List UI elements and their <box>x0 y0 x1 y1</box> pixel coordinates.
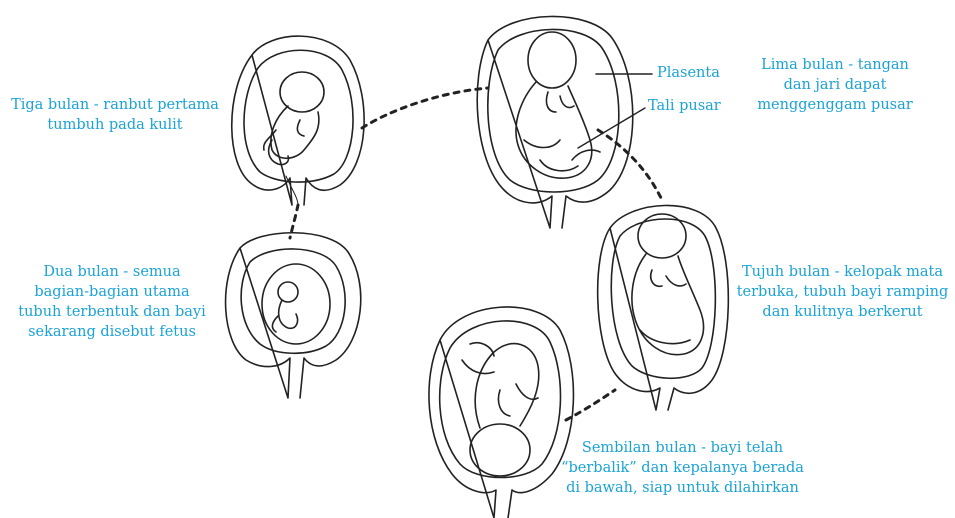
label-line: di bawah, siap untuk dilahirkan <box>550 478 815 498</box>
label-line: dan kulitnya berkerut <box>735 302 950 322</box>
label-five-months: Lima bulan - tangan dan jari dapat mengg… <box>750 55 920 115</box>
umbilical-cord-leader-line <box>578 108 645 148</box>
label-line: menggenggam pusar <box>750 95 920 115</box>
label-line: Sembilan bulan - bayi telah <box>550 438 815 458</box>
uterus-two-months <box>226 233 361 398</box>
label-line: Tiga bulan - ranbut pertama <box>4 95 226 115</box>
label-two-months: Dua bulan - semua bagian-bagian utama tu… <box>6 262 218 342</box>
label-line: tumbuh pada kulit <box>4 115 226 135</box>
label-line: terbuka, tubuh bayi ramping <box>735 282 950 302</box>
placenta-label: Plasenta <box>657 65 720 81</box>
label-nine-months: Sembilan bulan - bayi telah “berbalik” d… <box>550 438 815 498</box>
cycle-path <box>290 88 662 420</box>
label-line: Lima bulan - tangan <box>750 55 920 75</box>
label-line: sekarang disebut fetus <box>6 322 218 342</box>
label-line: Tujuh bulan - kelopak mata <box>735 262 950 282</box>
umbilical-cord-label: Tali pusar <box>648 98 721 114</box>
uterus-seven-months <box>598 205 729 410</box>
label-three-months: Tiga bulan - ranbut pertama tumbuh pada … <box>4 95 226 135</box>
uterus-three-months <box>232 36 364 205</box>
label-line: tubuh terbentuk dan bayi <box>6 302 218 322</box>
uterus-five-months <box>477 16 633 228</box>
label-line: bagian-bagian utama <box>6 282 218 302</box>
label-line: “berbalik” dan kepalanya berada <box>550 458 815 478</box>
label-line: dan jari dapat <box>750 75 920 95</box>
label-line: Dua bulan - semua <box>6 262 218 282</box>
label-seven-months: Tujuh bulan - kelopak mata terbuka, tubu… <box>735 262 950 322</box>
